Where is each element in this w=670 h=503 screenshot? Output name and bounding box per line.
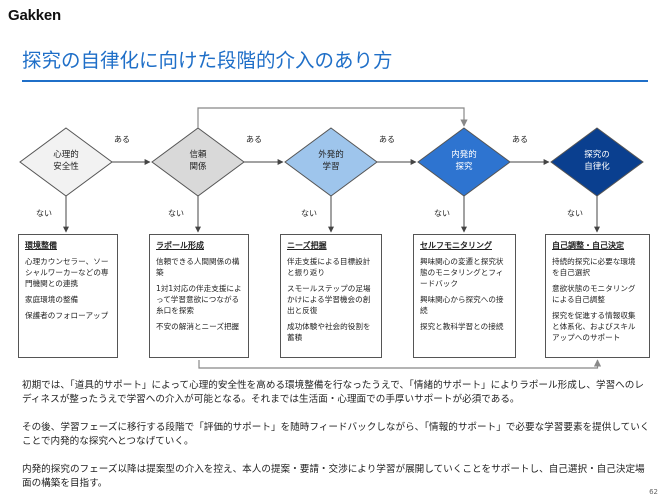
no-label: ない: [567, 209, 583, 218]
decision-label: 学習: [322, 161, 339, 172]
intervention-box: ニーズ把握伴走支援による目標設計と振り返りスモールステップの足場かけによる学習機…: [280, 234, 382, 358]
intervention-box-item: 伴走支援による目標設計と振り返り: [287, 257, 371, 277]
intervention-box-heading: セルフモニタリング: [420, 241, 492, 250]
description-paragraph: 初期では、「道具的サポート」によって心理的安全性を高める環境整備を行なったうえで…: [22, 380, 644, 405]
intervention-box-heading: ラポール形成: [156, 241, 204, 250]
decision-label: 外発的: [318, 149, 344, 160]
intervention-box-heading: ニーズ把握: [287, 241, 327, 250]
page-number: 62: [649, 488, 658, 496]
intervention-box-heading: 自己調整・自己決定: [552, 241, 624, 250]
no-label: ない: [36, 209, 52, 218]
intervention-box-item: 探究と教科学習との接続: [420, 322, 504, 331]
description-paragraph: その後、学習フェーズに移行する段階で「評価的サポート」を随時フィードバックしなが…: [22, 422, 650, 447]
decision-label: 探究の: [584, 149, 610, 160]
decision-label: 安全性: [53, 161, 79, 172]
yes-label: ある: [379, 135, 395, 144]
intervention-box: 環境整備心理カウンセラー、ソーシャルワーカーなどの専門機関との連携家庭環境の整備…: [18, 234, 118, 358]
intervention-box-item: 1対1対応の伴走支援によって学習意欲につながる糸口を探索: [156, 284, 242, 315]
yes-label: ある: [246, 135, 262, 144]
description-paragraph: 内発的探究のフェーズ以降は提案型の介入を控え、本人の提案・要請・交渉により学習が…: [22, 464, 645, 489]
brand-logo: Gakken: [8, 7, 61, 24]
intervention-box-item: 不安の解消とニーズ把握: [156, 322, 240, 331]
intervention-box-item: 興味関心から探究への接続: [420, 295, 504, 315]
intervention-box-item: 信頼できる人間関係の構築: [156, 257, 240, 277]
yes-label: ある: [114, 135, 130, 144]
decision-label: 信頼: [189, 149, 207, 160]
decision-label: 探究: [455, 161, 473, 172]
intervention-box: 自己調整・自己決定持続的探究に必要な環境を自己選択意欲状態のモニタリングによる自…: [545, 234, 650, 358]
intervention-box-item: 心理カウンセラー、ソーシャルワーカーなどの専門機関との連携: [25, 257, 109, 288]
decision-label: 自律化: [584, 161, 610, 172]
intervention-box-item: 探究を促進する情報収集と体系化、およびスキルアップへのサポート: [552, 311, 636, 342]
yes-label: ある: [512, 135, 528, 144]
decision-label: 心理的: [53, 149, 79, 160]
intervention-box: ラポール形成信頼できる人間関係の構築 1対1対応の伴走支援によって学習意欲につなが…: [149, 234, 249, 358]
feedback-arrow-top: [197, 107, 468, 128]
decision-label: 内発的: [451, 149, 477, 160]
intervention-box-item: 意欲状態のモニタリングによる自己調整: [552, 284, 636, 304]
title-divider: [22, 80, 648, 82]
intervention-box-item: 成功体験や社会的役割を蓄積: [287, 322, 371, 342]
decision-label: 関係: [189, 162, 207, 172]
intervention-box-item: 興味関心の変遷と探究状態のモニタリングとフィードバック: [420, 257, 504, 288]
no-label: ない: [301, 209, 317, 218]
intervention-box-heading: 環境整備: [25, 241, 57, 250]
intervention-box-item: 持続的探究に必要な環境を自己選択: [552, 257, 636, 277]
no-label: ない: [434, 209, 450, 218]
intervention-box: セルフモニタリング興味関心の変遷と探究状態のモニタリングとフィードバック興味関心…: [413, 234, 516, 358]
intervention-box-item: スモールステップの足場かけによる学習機会の創出と反復: [287, 284, 371, 315]
intervention-box-item: 保護者のフォローアップ: [25, 311, 109, 320]
page-title: 探究の自律化に向けた段階的介入のあり方: [22, 49, 393, 72]
feedback-arrow-bottom: [198, 359, 602, 369]
no-label: ない: [168, 209, 184, 218]
intervention-box-item: 家庭環境の整備: [25, 295, 79, 304]
flow-diagram: 心理的安全性ないある信頼関係ないある外発的学習ないある内発的探究ないある探究の自…: [19, 107, 644, 369]
